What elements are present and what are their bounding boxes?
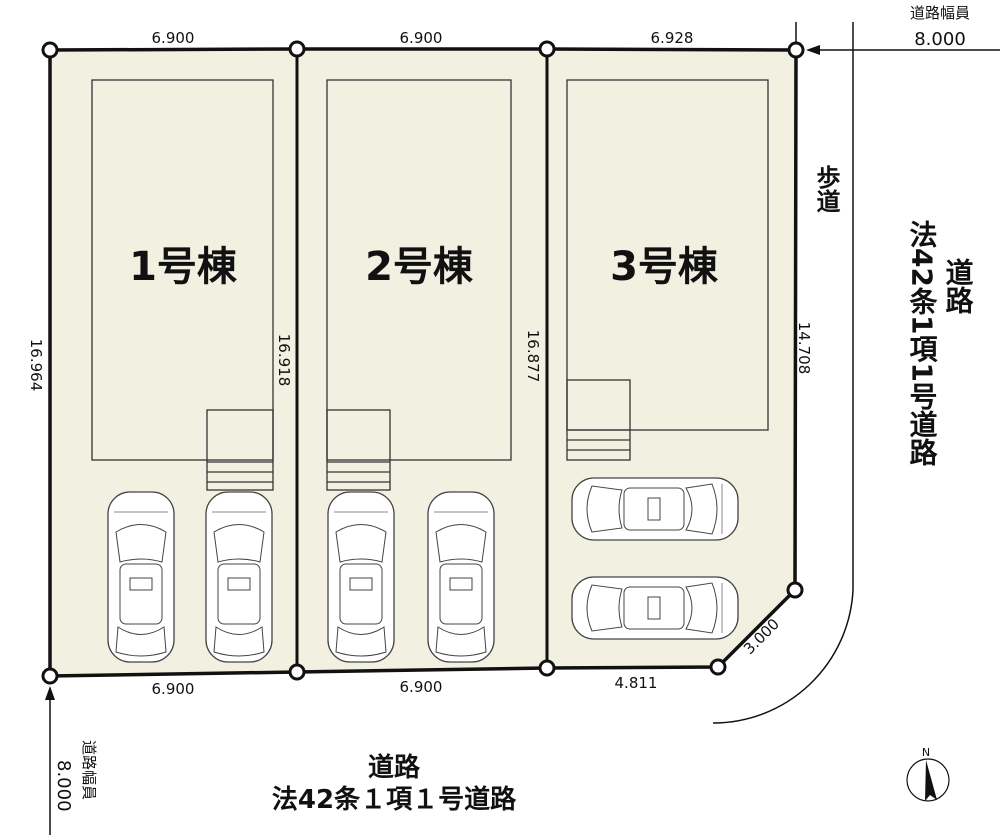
compass-label: N [922, 746, 930, 759]
sidewalk-label: 歩道 [812, 165, 840, 213]
car-icon [327, 491, 395, 663]
building-2-footprint [326, 79, 512, 461]
building-1-label: 1号棟 [129, 244, 238, 290]
building-2-label: 2号棟 [365, 244, 474, 290]
south-road-label: 道路 [368, 752, 421, 783]
dim-lot2-top: 6.900 [400, 29, 443, 47]
dim-lot3-top: 6.928 [651, 29, 694, 47]
east-road-width-value: 8.000 [914, 29, 966, 50]
car-icon [205, 491, 273, 663]
south-road-width-label: 道路幅員 [80, 740, 98, 800]
east-road-classification: 法42条1項1号道路 [906, 220, 939, 466]
car-icon [427, 491, 495, 663]
south-road-classification: 法42条１項１号道路 [272, 784, 517, 815]
dim-lot2-bottom: 6.900 [400, 678, 443, 696]
car-icon [107, 491, 175, 663]
dim-lot1-left: 16.964 [27, 339, 45, 392]
dim-lot1-right: 16.918 [275, 334, 293, 387]
boundary-markers [41, 40, 805, 685]
building-3-footprint [566, 79, 769, 431]
entrance-steps-3 [566, 379, 631, 461]
car-icon [571, 477, 739, 541]
dim-lot2-right: 16.877 [524, 330, 542, 383]
entrance-steps-2 [326, 409, 391, 491]
north-arrow-icon [906, 758, 950, 802]
east-road-label: 道路 [942, 257, 975, 314]
dim-lot3-bottom: 4.811 [615, 674, 658, 692]
east-road-width-label: 道路幅員 [910, 4, 970, 22]
south-road-width-value: 8.000 [53, 760, 74, 812]
entrance-steps-1 [206, 409, 274, 491]
road-edge-line [712, 22, 854, 724]
building-1-footprint [91, 79, 274, 461]
car-icon [571, 576, 739, 640]
dim-lot3-right: 14.708 [795, 322, 813, 375]
dim-lot1-top: 6.900 [152, 29, 195, 47]
dim-lot1-bottom: 6.900 [152, 680, 195, 698]
building-3-label: 3号棟 [610, 244, 719, 290]
